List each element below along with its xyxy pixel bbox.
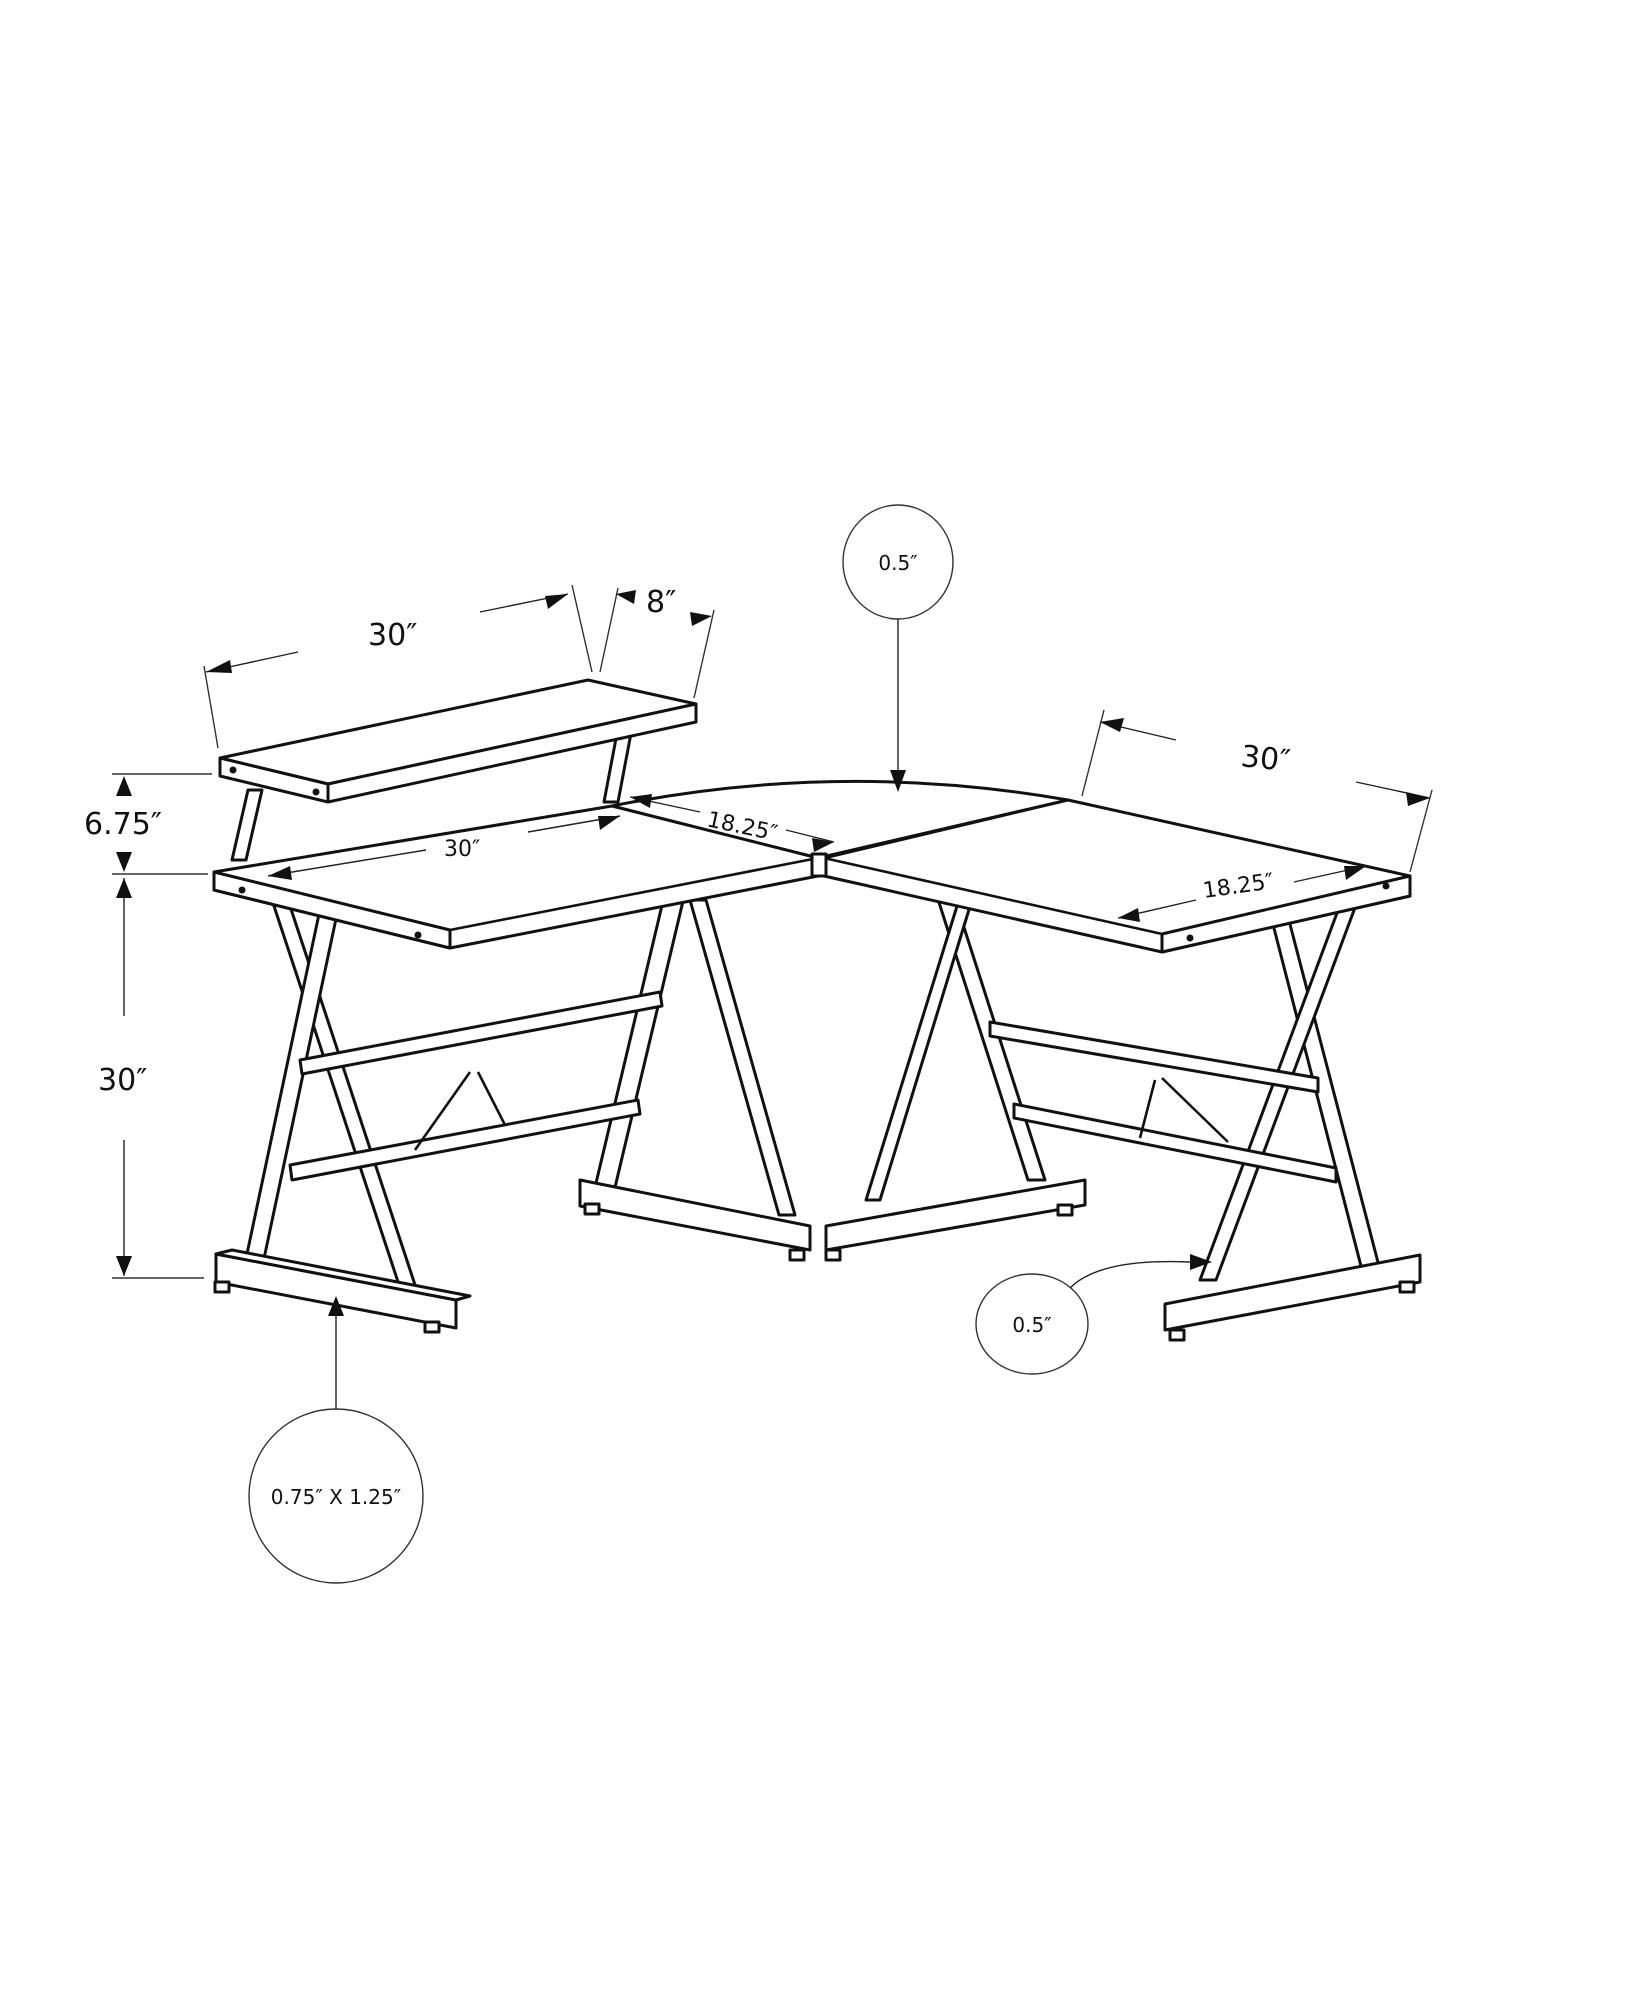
shelf-height-label: 6.75″ <box>84 807 162 842</box>
callout-foot-profile: 0.75″ X 1.25″ <box>248 1296 424 1584</box>
left-desk-frame <box>213 878 812 1334</box>
desktop-surfaces <box>212 779 1412 954</box>
shelf-length-label: 30″ <box>368 618 417 653</box>
desk-height-label: 30″ <box>98 1063 147 1098</box>
right-desk-length-label: 30″ <box>1239 739 1292 779</box>
callout-top-thickness: 0.5″ <box>842 504 954 792</box>
monitor-shelf <box>218 678 698 862</box>
callout-leg-rod: 0.5″ <box>975 1254 1212 1375</box>
right-desk-frame <box>824 888 1422 1342</box>
shelf-depth-label: 8″ <box>646 585 676 620</box>
left-desk-length-label: 30″ <box>444 837 480 862</box>
foot-profile-label: 0.75″ X 1.25″ <box>271 1485 401 1509</box>
leg-rod-label: 0.5″ <box>1012 1313 1051 1337</box>
top-thickness-label: 0.5″ <box>878 551 917 575</box>
